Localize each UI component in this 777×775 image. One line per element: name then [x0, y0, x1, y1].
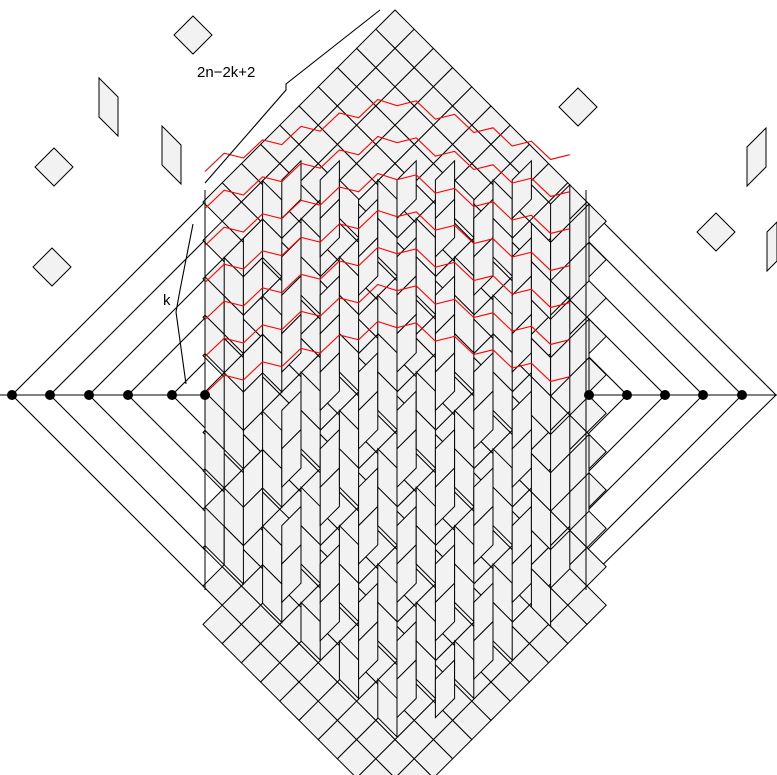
top-bracket-label: 2n−2k+2 [197, 64, 255, 81]
loose-vertical-tile [99, 78, 118, 136]
loose-diamond-tile [697, 213, 735, 251]
axis-dot [622, 390, 632, 400]
frame-line [128, 395, 205, 472]
axis-dot [123, 390, 133, 400]
side-bracket [176, 224, 193, 384]
axis-dot [584, 390, 594, 400]
axis-dot [737, 390, 747, 400]
loose-diamond-tile [35, 148, 73, 186]
axis-dot [698, 390, 708, 400]
axis-dot [45, 390, 55, 400]
side-bracket-label: k [163, 292, 171, 309]
axis-dot [660, 390, 670, 400]
frame-line [172, 395, 205, 428]
loose-diamond-tile [174, 16, 212, 54]
frame-line [172, 362, 205, 395]
loose-vertical-tile [767, 222, 777, 271]
axis-dot [7, 390, 17, 400]
frame-line [586, 239, 742, 395]
loose-vertical-tile [747, 128, 766, 186]
frame-line [89, 279, 205, 395]
axis-dot [200, 390, 210, 400]
frame-line [12, 202, 205, 395]
frame-line [89, 395, 205, 511]
loose-vertical-tile [162, 126, 181, 184]
frame-line [128, 318, 205, 395]
axis-dot [167, 390, 177, 400]
frame-line [586, 395, 742, 551]
loose-diamond-tile [559, 88, 597, 126]
lozenge-tiling [203, 10, 606, 775]
loose-diamond-tile [33, 248, 71, 286]
frame-line [50, 395, 205, 550]
axis-dot [84, 390, 94, 400]
frame-line [582, 201, 776, 395]
frame-line [50, 240, 205, 395]
